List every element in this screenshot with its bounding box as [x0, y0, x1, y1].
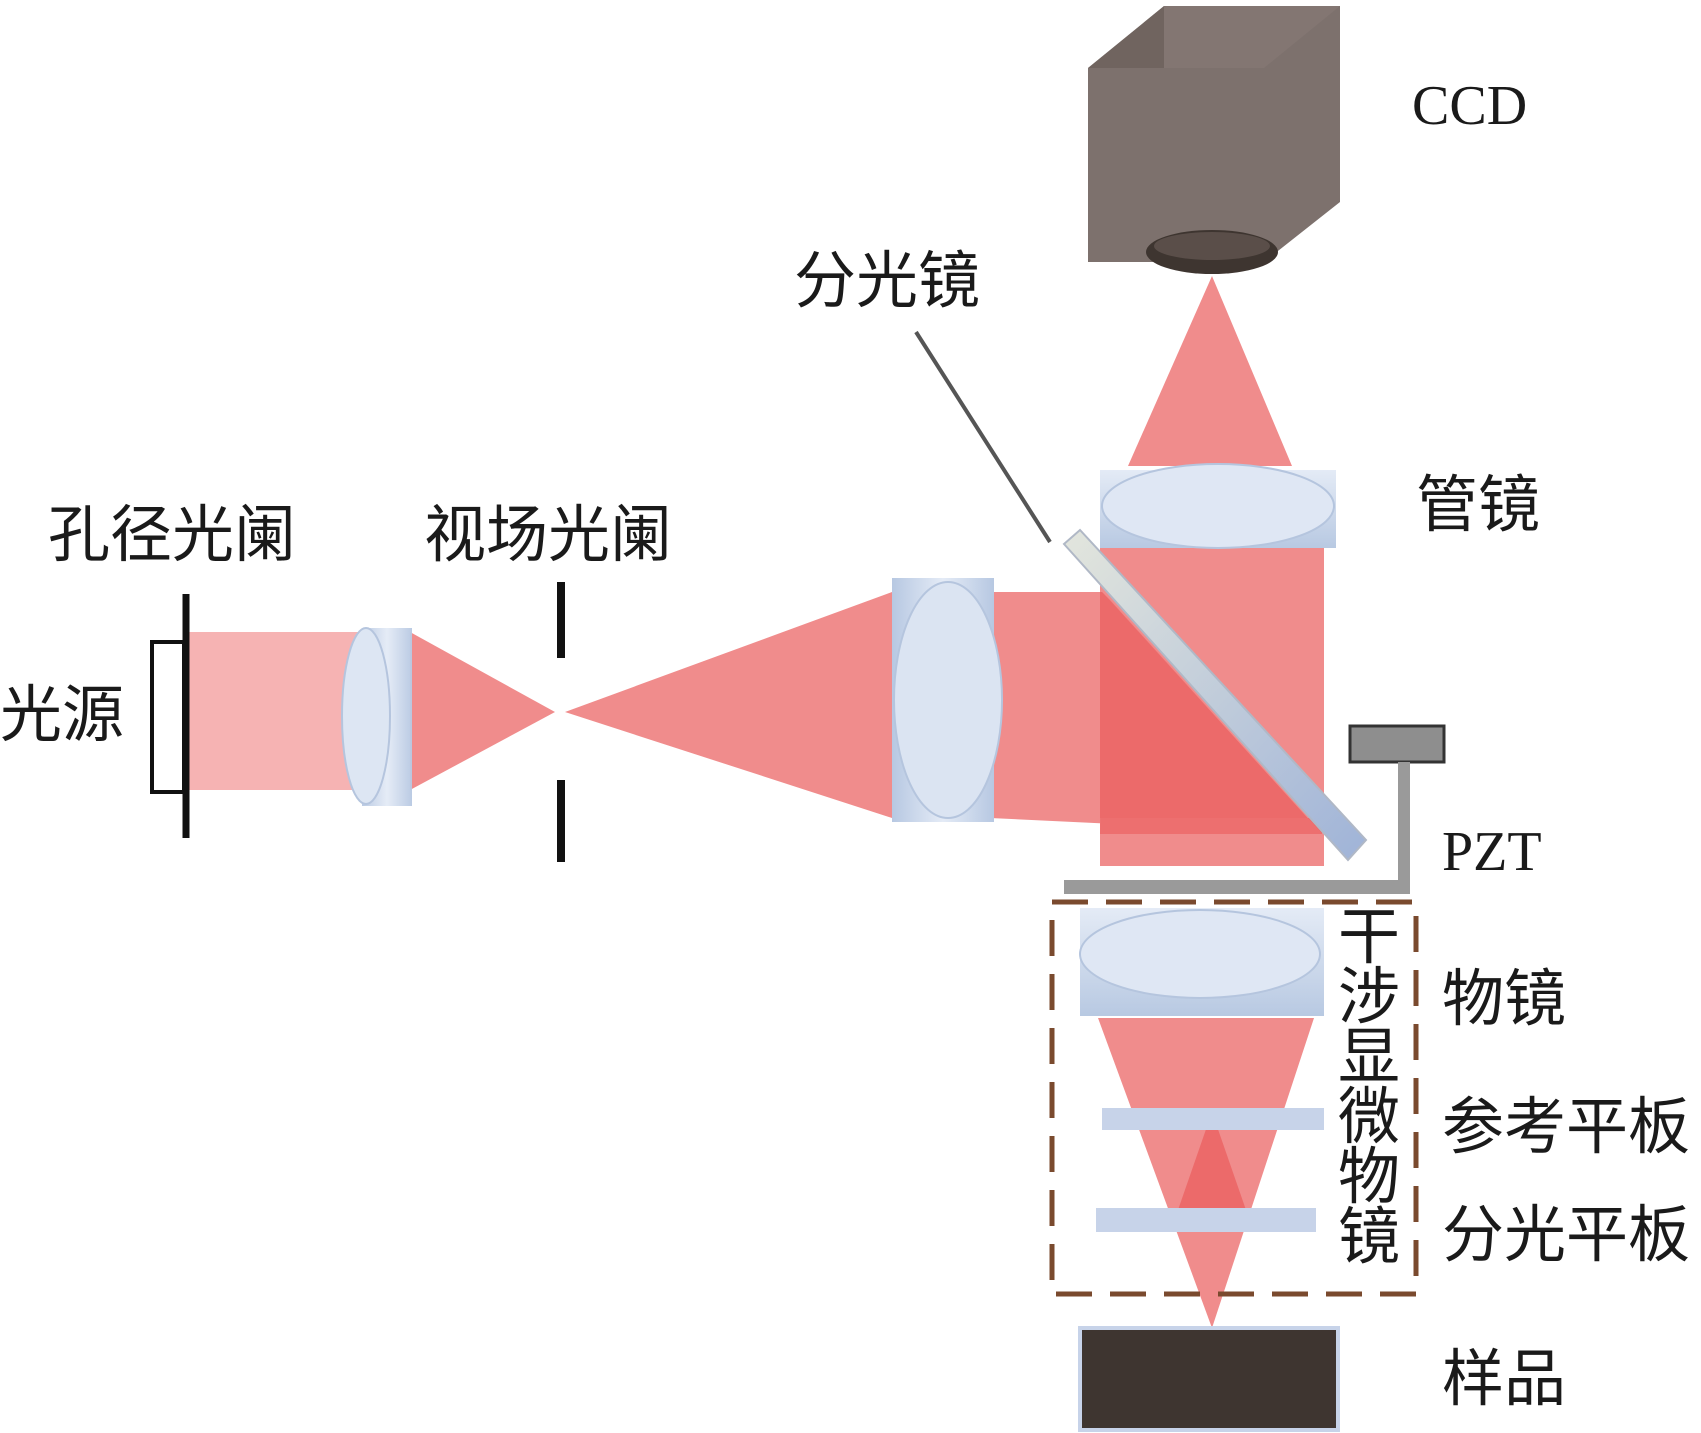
light-source-box	[150, 640, 186, 794]
label-sample: 样品	[1442, 1342, 1566, 1415]
interference-objective-box	[1049, 899, 1419, 1297]
label-splitter-plate: 分光平板	[1442, 1198, 1690, 1271]
beam-diverging	[565, 592, 892, 818]
beam-splitter-leader-line	[914, 330, 1052, 544]
beam-source	[185, 632, 360, 790]
label-tube-lens: 管镜	[1416, 468, 1540, 541]
beam-splitter-plate	[1062, 528, 1368, 862]
beam-reference-cone	[1178, 1112, 1246, 1210]
label-interference-objective: 干 涉 显 微 物 镜	[1338, 900, 1400, 1273]
beam-to-ccd	[1128, 276, 1292, 466]
interference-objective-char: 镜	[1338, 1200, 1400, 1273]
labels: 孔径光阑 视场光阑 光源 分光镜 CCD 管镜 PZT 物镜 参考平板 分光平板…	[0, 75, 1690, 1415]
pzt-arm	[1064, 880, 1410, 894]
label-aperture-stop: 孔径光阑	[48, 498, 296, 571]
ccd-lens-ring	[1154, 232, 1270, 260]
beam-converging	[410, 632, 555, 790]
interference-objective-char: 物	[1338, 1140, 1400, 1213]
pzt-block	[1348, 724, 1446, 764]
reference-plate-shape	[1102, 1108, 1324, 1130]
light-source	[150, 594, 190, 838]
ccd-camera	[1088, 6, 1340, 274]
splitter-plate-shape	[1096, 1208, 1316, 1232]
label-reference-plate: 参考平板	[1442, 1090, 1690, 1163]
label-light-source: 光源	[0, 678, 124, 751]
ccd-body-fill	[1088, 6, 1340, 262]
condenser-lens-2	[892, 578, 1003, 822]
sample-block	[1078, 1326, 1340, 1432]
condenser-lens-1	[341, 627, 412, 806]
interference-objective-char: 涉	[1338, 960, 1400, 1033]
interference-objective-char: 干	[1338, 900, 1400, 973]
interference-objective-char: 显	[1338, 1020, 1400, 1093]
label-field-stop: 视场光阑	[424, 498, 672, 571]
beam-overlap-main	[1100, 592, 1322, 834]
label-beam-splitter: 分光镜	[794, 244, 980, 317]
objective-lens	[1079, 908, 1324, 1016]
light-beams	[185, 276, 1324, 1328]
tube-lens	[1100, 463, 1336, 549]
label-pzt: PZT	[1442, 821, 1542, 883]
interference-objective-char: 微	[1338, 1080, 1400, 1153]
label-ccd: CCD	[1412, 75, 1527, 137]
pzt-post	[1398, 762, 1410, 894]
label-objective: 物镜	[1442, 962, 1566, 1035]
pzt-frame	[1064, 724, 1446, 894]
